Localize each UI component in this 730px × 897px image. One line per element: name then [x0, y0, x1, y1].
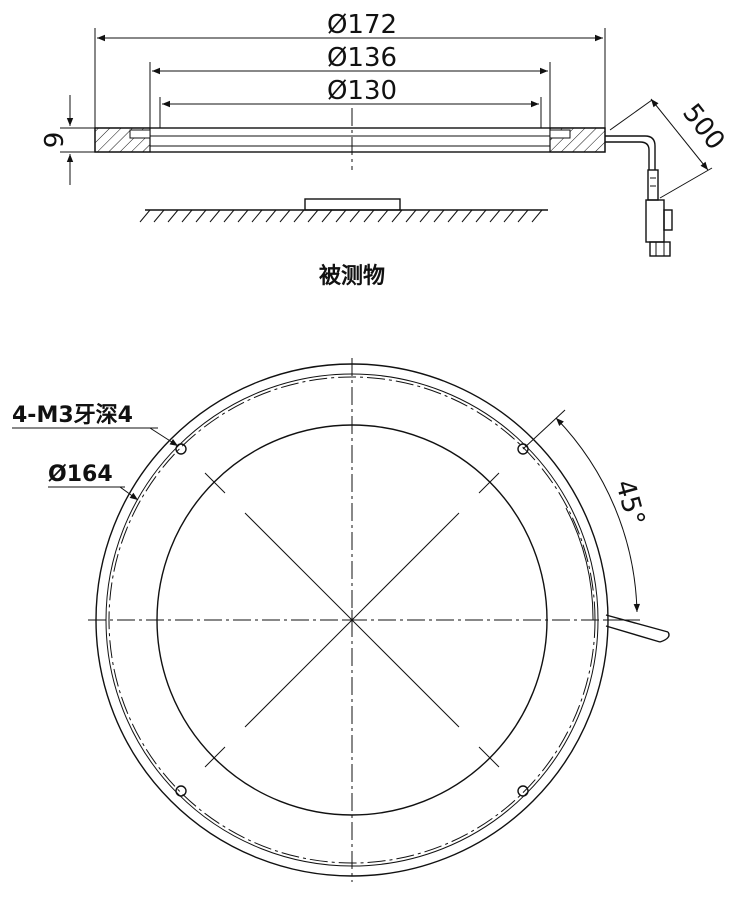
- mount-hole: [517, 443, 529, 455]
- dim-height-text: 9: [40, 132, 70, 149]
- hole-label: 4-M3牙深4: [12, 403, 133, 428]
- ring-body-side: [94, 127, 606, 153]
- cable-side: [605, 135, 656, 170]
- dim-mid-text: Ø136: [327, 43, 397, 73]
- dim-line-cable: [650, 98, 709, 171]
- dim-outer-text: Ø172: [327, 10, 397, 40]
- mount-hole: [517, 785, 529, 797]
- cable-top: [605, 614, 669, 643]
- connector-icon: [645, 199, 665, 243]
- side-view: Ø172 Ø136 Ø130 9 500: [40, 10, 730, 289]
- object-under-test: [304, 198, 401, 211]
- circle-label: Ø164: [48, 462, 113, 487]
- mount-hole: [175, 443, 187, 455]
- mount-hole: [175, 785, 187, 797]
- top-view: 4-M3牙深4 Ø164 45°: [12, 358, 670, 882]
- dim-inner-text: Ø130: [327, 76, 397, 106]
- object-label: 被测物: [319, 263, 385, 289]
- ground-hatch: [139, 209, 543, 223]
- angle-label: 45°: [609, 477, 650, 529]
- dim-cable-text: 500: [676, 98, 730, 156]
- angle-arc: [555, 417, 641, 613]
